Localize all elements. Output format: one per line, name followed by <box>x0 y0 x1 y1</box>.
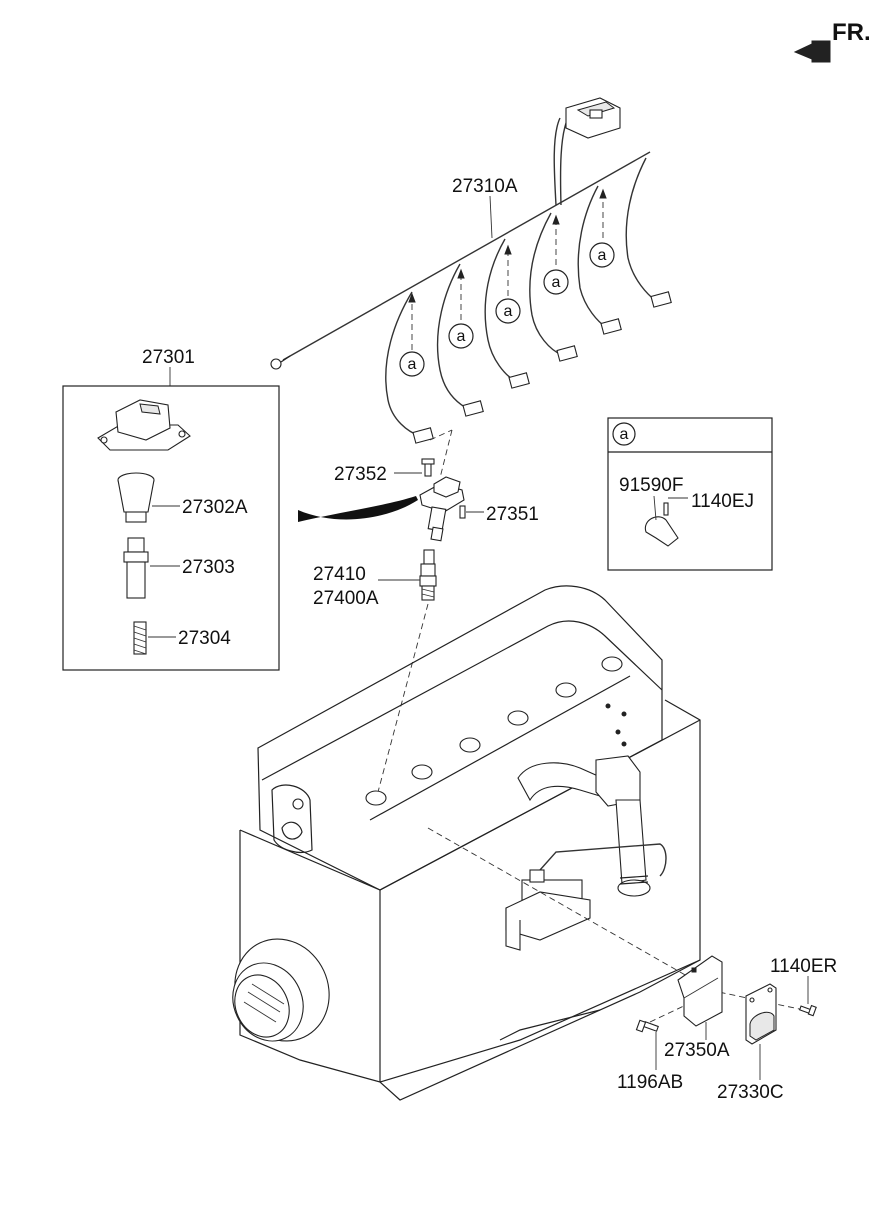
ref-marker-a: a <box>448 323 474 349</box>
coil-spring[interactable] <box>133 621 147 655</box>
harness-clip[interactable] <box>644 502 679 547</box>
label-27351: 27351 <box>486 504 539 525</box>
ref-marker-a: a <box>495 298 521 324</box>
label-27302A: 27302A <box>182 497 248 518</box>
label-27310A: 27310A <box>452 176 518 197</box>
bolt-1140ER[interactable] <box>798 1004 817 1017</box>
label-27330C: 27330C <box>717 1082 784 1103</box>
clip-reference-markers: a a a a a <box>399 242 615 377</box>
label-27410: 27410 <box>313 564 366 585</box>
label-27352: 27352 <box>334 464 387 485</box>
clip-detail-box: a 91590F 1140EJ <box>607 417 773 571</box>
label-27304: 27304 <box>178 628 231 649</box>
label-91590F: 91590F <box>619 475 683 496</box>
svg-text:a: a <box>408 356 417 373</box>
pin-27351[interactable] <box>459 505 466 519</box>
coil-extension[interactable] <box>123 537 149 599</box>
label-27301: 27301 <box>142 347 195 368</box>
ref-marker-a: a <box>589 242 615 268</box>
spark-plug[interactable] <box>419 549 437 601</box>
installed-ignition-coil[interactable] <box>419 476 465 542</box>
svg-text:a: a <box>552 274 561 291</box>
label-27303: 27303 <box>182 557 235 578</box>
svg-text:a: a <box>620 426 629 443</box>
engine-block <box>232 585 701 1101</box>
wiring-harness[interactable] <box>270 97 672 444</box>
label-1140ER: 1140ER <box>770 956 837 977</box>
harness-main-connector[interactable] <box>565 97 621 139</box>
bolt-27352[interactable] <box>421 458 435 477</box>
ignition-module-27330C[interactable] <box>745 983 777 1045</box>
coil-boot[interactable] <box>117 472 155 523</box>
front-arrow-icon <box>793 40 831 63</box>
ref-marker-a: a <box>399 351 425 377</box>
label-1140EJ: 1140EJ <box>691 491 754 512</box>
front-direction-indicator: FR. <box>793 19 871 63</box>
ref-marker-a: a <box>543 269 569 295</box>
svg-text:a: a <box>457 328 466 345</box>
bracket-27350A[interactable] <box>677 955 723 1027</box>
front-label: FR. <box>832 19 871 46</box>
coil-assembly-box: 27301 27302A 27303 <box>62 347 280 671</box>
ignition-coil-head[interactable] <box>97 399 191 451</box>
label-27400A: 27400A <box>313 588 379 609</box>
assembly-pointer <box>298 496 418 522</box>
svg-text:a: a <box>504 303 513 320</box>
label-27350A: 27350A <box>664 1040 730 1061</box>
svg-text:a: a <box>598 247 607 264</box>
bolt-1196AB[interactable] <box>635 1019 659 1033</box>
label-1196AB: 1196AB <box>617 1072 683 1093</box>
